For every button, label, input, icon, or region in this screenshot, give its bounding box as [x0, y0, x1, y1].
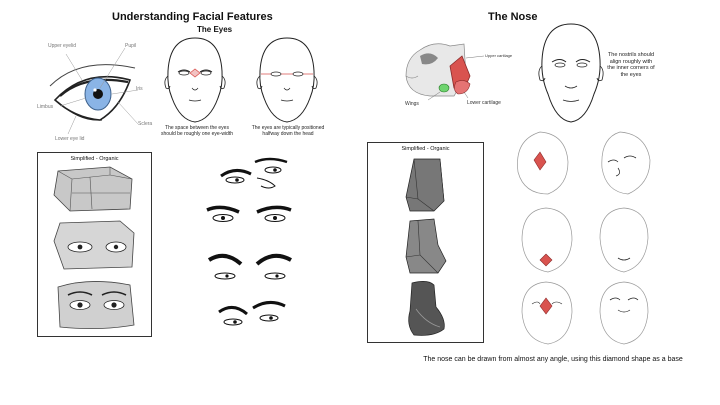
head-angle-6: [599, 281, 649, 345]
head-angle-3: [521, 207, 573, 273]
eyes-subtitle: The Eyes: [197, 25, 233, 34]
eyes-sketch-4: [218, 301, 286, 326]
label-lower-eye-lid: Lower eye lid: [55, 136, 85, 142]
nose-simplified-box: Simplified - Organic: [367, 142, 484, 343]
eyes-sketch-2: [206, 205, 292, 222]
nose-box-title: Simplified - Organic: [401, 146, 450, 152]
eye-expressions-sketches: [206, 157, 292, 326]
eye-block-1: [53, 166, 133, 212]
eyes-box-title: Simplified - Organic: [70, 156, 119, 162]
eye-block-3: [57, 281, 135, 329]
label-upper-eyelid: Upper eyelid: [48, 43, 77, 49]
head-angle-2: [601, 131, 651, 195]
eye-anatomy-diagram: [49, 47, 139, 135]
label-lower-cartilage: Lower cartilage: [467, 100, 501, 106]
label-limbus: Limbus: [37, 104, 54, 110]
nose-title: The Nose: [488, 11, 538, 23]
eyes-sketch-3: [207, 253, 292, 280]
nose-block-2: [405, 218, 447, 274]
nose-block-3: [408, 281, 445, 336]
label-wings: Wings: [405, 101, 419, 107]
eyes-sketch-1: [220, 157, 288, 189]
head-angle-1: [517, 131, 569, 195]
nose-bottom-caption: The nose can be drawn from almost any an…: [423, 356, 683, 363]
head-angle-4: [599, 207, 649, 273]
head-eye-position-diagram: [256, 37, 318, 123]
label-upper-cartilage: Upper cartilage: [485, 53, 513, 58]
nose-block-1: [405, 158, 445, 212]
eye-block-2: [53, 220, 135, 270]
left-title: Understanding Facial Features: [112, 11, 273, 23]
label-iris: Iris: [136, 86, 143, 92]
caption-eye-position: The eyes are typically positioned halfwa…: [251, 125, 325, 137]
head-eye-spacing-diagram: [164, 37, 226, 123]
label-sclera: Sclera: [138, 121, 153, 127]
caption-eye-spacing: The space between the eyes should be rou…: [161, 125, 233, 137]
label-pupil: Pupil: [125, 43, 137, 49]
nose-angles-grid: [517, 131, 651, 345]
head-angle-5: [521, 281, 573, 345]
nostril-note: The nostrils should align roughly with t…: [607, 52, 655, 78]
head-nostril-alignment-diagram: [538, 23, 604, 123]
eyes-simplified-box: Simplified - Organic: [37, 152, 152, 337]
nose-anatomy-diagram: [405, 43, 485, 101]
